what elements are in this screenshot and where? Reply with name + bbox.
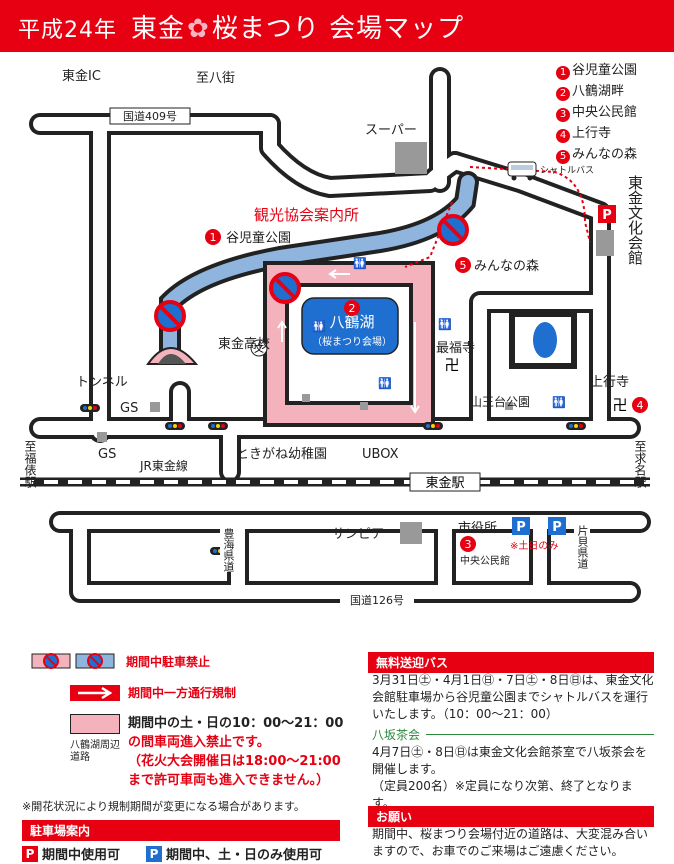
no-parking-signs: [154, 214, 469, 332]
parking-marks: P P P: [512, 205, 616, 535]
bus-header: 無料送迎バス: [368, 652, 654, 673]
restrict-text: 期間中の土・日の10：00〜21：00 の間車両進入禁止です。 （花火大会開催日…: [128, 716, 344, 788]
svg-text:🚻: 🚻: [438, 318, 452, 331]
temple-icon: 卍: [444, 356, 459, 374]
school-icon: [250, 339, 268, 357]
svg-text:🚻: 🚻: [378, 377, 392, 390]
label-chuo-kominkan: 中央公民館: [460, 554, 510, 567]
supermarket-building: [395, 142, 427, 174]
svg-text:P: P: [602, 208, 612, 223]
svg-text:文: 文: [254, 342, 264, 355]
svg-text:2: 2: [349, 302, 356, 315]
label-yato-park: 谷児童公園: [226, 230, 291, 246]
label-yachimata: 至八街: [196, 71, 235, 86]
bunka-building: [596, 230, 614, 256]
lake-label: 八鶴湖: [329, 313, 374, 331]
label-gs2: GS: [98, 447, 116, 462]
svg-text:P: P: [552, 520, 562, 535]
svg-text:3: 3: [465, 538, 472, 551]
svg-text:P: P: [516, 520, 526, 535]
label-saifukuji: 最福寺: [436, 341, 475, 356]
parking-red-icon: P: [22, 845, 38, 862]
svg-text:（桜まつり会場）: （桜まつり会場）: [312, 335, 392, 348]
svg-text:🚻: 🚻: [552, 396, 566, 409]
page-title: 平成24年東金✿桜まつり 会場マップ: [18, 13, 465, 44]
bus-body: 3月31日㊏・4月1日㊐・7日㊏・8日㊐は、東金文化会館駐車場から谷児童公園まで…: [372, 673, 654, 721]
label-minna-mori: みんなの森: [474, 259, 539, 274]
svg-text:🚻: 🚻: [312, 320, 326, 333]
temple-icon-2: 卍: [612, 396, 627, 414]
hakkaku-lake: [301, 297, 399, 355]
parking-header: 駐車場案内: [22, 820, 340, 841]
label-sat-sun: ※土日のみ: [510, 539, 558, 552]
togane-station: [409, 472, 481, 492]
info-section: 期間中駐車禁止 期間中一方通行規制 八鶴湖周辺道路 期間中の土・日の10：00〜…: [0, 640, 674, 864]
label-jr-line: JR東金線: [139, 458, 188, 473]
label-route126: 国道126号: [350, 593, 404, 607]
label-supermarket: スーパー: [365, 123, 417, 138]
request-body: 期間中、桜まつり会場付近の道路は、大変混み合いますので、お車でのご来場はご遠慮く…: [372, 827, 649, 858]
label-togane-bunka: 東金文化会館: [626, 175, 644, 265]
svg-text:🚻: 🚻: [353, 257, 367, 270]
label-toyoumi: 豊海県道: [220, 528, 236, 572]
svg-text:4: 4: [637, 399, 644, 412]
label-katakai: 片貝県道: [574, 525, 590, 569]
shuttle-route: [469, 166, 591, 243]
label-sunpia: サンピア: [332, 527, 384, 542]
request-header: お願い: [368, 806, 654, 827]
one-way-arrow-icon: [70, 684, 120, 701]
svg-text:東金駅: 東金駅: [425, 475, 464, 491]
label-shuttle: シャトルバス: [540, 165, 594, 176]
label-ubox: UBOX: [362, 447, 399, 462]
label-jogyoji: 上行寺: [590, 375, 629, 390]
label-togane-ic: 東金IC: [62, 68, 101, 84]
parking-blue-icon: P: [146, 845, 163, 862]
label-route409: 国道409号: [123, 109, 177, 123]
sakura-icon: ✿: [187, 13, 210, 44]
label-gs1: GS: [120, 401, 138, 416]
label-to-gumyo: 至求名駅: [633, 440, 647, 488]
label-shiyakusho: 市役所: [458, 520, 497, 536]
place-markers: 1 2 3 4 5: [205, 229, 648, 552]
legend-one-way: 期間中一方通行規制: [70, 684, 236, 701]
toilet-icons: 🚻 🚻 🚻 🚻 🚻: [312, 257, 566, 409]
label-to-fukutawara: 至福俵駅: [23, 440, 37, 488]
label-tokigane: ときがね幼稚園: [236, 447, 327, 462]
label-kanko: 観光協会案内所: [254, 206, 359, 224]
legend-no-parking: 期間中駐車禁止: [30, 652, 210, 670]
label-sannodai: 山王台公園: [470, 394, 530, 409]
page-header: 平成24年東金✿桜まつり 会場マップ: [0, 0, 674, 52]
sunpia-building: [400, 522, 422, 544]
label-togane-hs: 東金高校: [218, 336, 270, 352]
svg-text:5: 5: [460, 259, 467, 272]
yasaka-title: 八坂茶会: [372, 726, 654, 743]
label-tunnel: トンネル: [76, 375, 128, 390]
svg-text:1: 1: [210, 231, 217, 244]
no-parking-legend-icon: [31, 653, 115, 669]
restrict-swatch: [70, 714, 120, 734]
festival-map: 八鶴湖 （桜まつり会場） 東金駅 P P P 1: [20, 67, 651, 608]
shuttle-bus-icon: [507, 161, 537, 181]
